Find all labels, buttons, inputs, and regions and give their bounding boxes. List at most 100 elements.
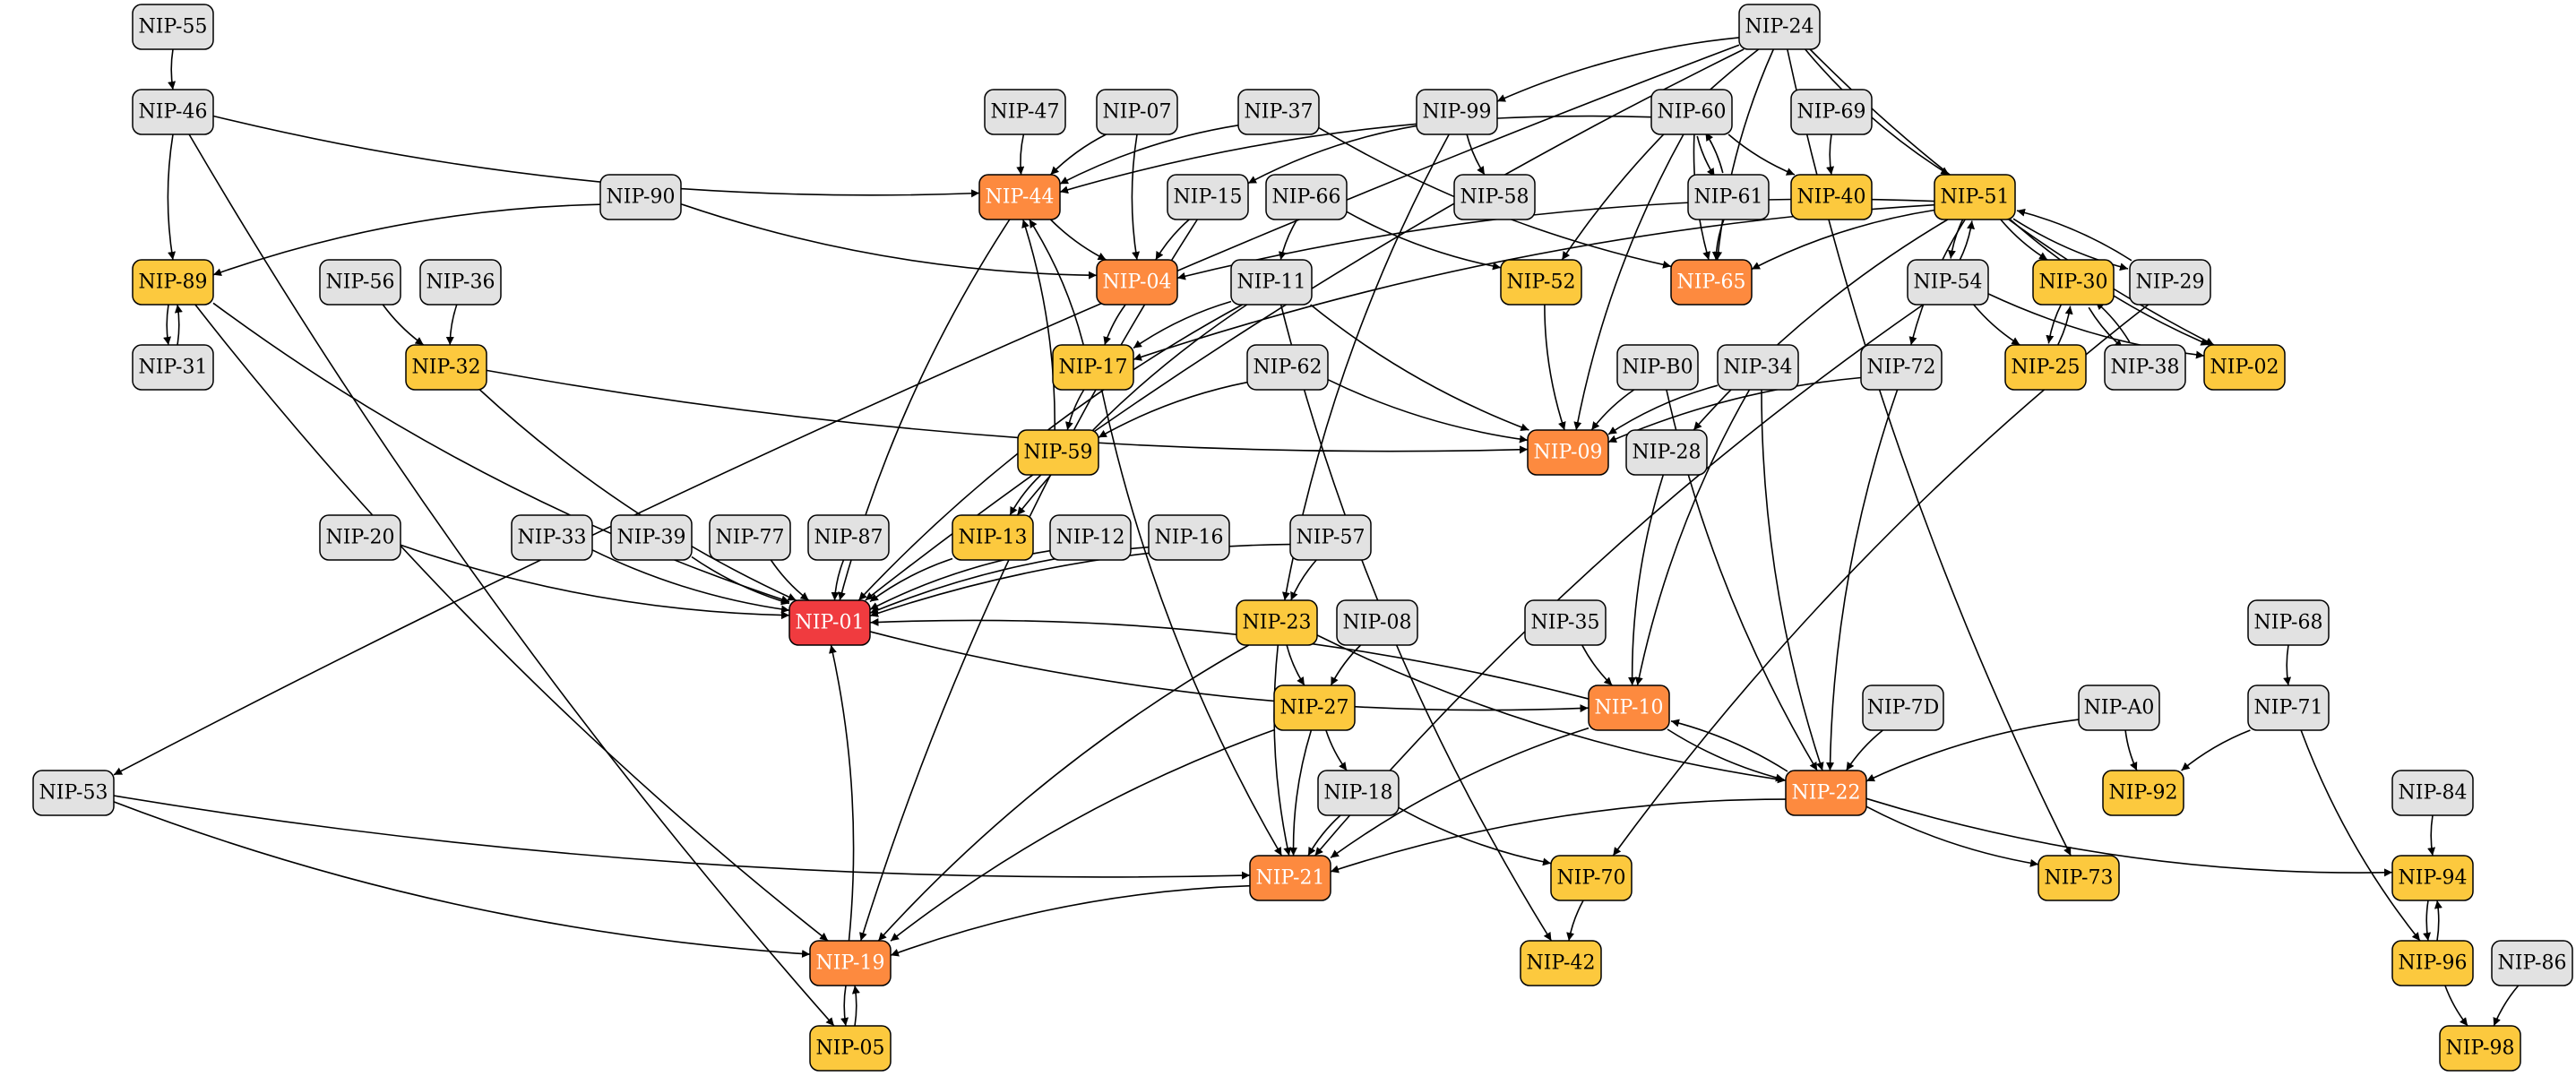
- node-nip-23[interactable]: NIP-23: [1236, 599, 1318, 646]
- node-box: [709, 514, 791, 561]
- node-nip-89[interactable]: NIP-89: [132, 259, 214, 306]
- node-nip-16[interactable]: NIP-16: [1148, 514, 1230, 561]
- node-nip-08[interactable]: NIP-08: [1336, 599, 1418, 646]
- node-nip-21[interactable]: NIP-21: [1249, 855, 1331, 901]
- node-nip-57[interactable]: NIP-57: [1289, 514, 1372, 561]
- node-nip-09[interactable]: NIP-09: [1527, 429, 1609, 476]
- node-label: NIP-47: [991, 101, 1060, 124]
- edge-nip-60-to-nip-44: [1059, 115, 1652, 194]
- node-nip-37[interactable]: NIP-37: [1237, 89, 1320, 135]
- node-label: NIP-22: [1792, 782, 1861, 805]
- node-box: [788, 599, 871, 646]
- edge-nip-22-to-nip-10: [1670, 719, 1788, 772]
- node-nip-13[interactable]: NIP-13: [952, 514, 1034, 561]
- node-box: [2391, 940, 2474, 986]
- node-nip-99[interactable]: NIP-99: [1416, 89, 1498, 135]
- node-box: [2391, 770, 2474, 816]
- node-nip-05[interactable]: NIP-05: [809, 1025, 892, 1072]
- node-nip-38[interactable]: NIP-38: [2104, 344, 2186, 391]
- node-nip-29[interactable]: NIP-29: [2129, 259, 2211, 306]
- node-nip-61[interactable]: NIP-61: [1687, 174, 1770, 220]
- node-nip-62[interactable]: NIP-62: [1246, 344, 1329, 391]
- node-nip-86[interactable]: NIP-86: [2491, 940, 2573, 986]
- node-nip-11[interactable]: NIP-11: [1230, 259, 1313, 306]
- edge-nip-54-to-nip-25: [1973, 304, 2020, 346]
- node-label: NIP-11: [1237, 271, 1306, 294]
- node-nip-36[interactable]: NIP-36: [419, 259, 502, 306]
- node-nip-47[interactable]: NIP-47: [984, 89, 1066, 135]
- node-nip-59[interactable]: NIP-59: [1017, 429, 1099, 476]
- node-nip-52[interactable]: NIP-52: [1500, 259, 1582, 306]
- node-nip-a0[interactable]: NIP-A0: [2078, 685, 2160, 731]
- node-nip-35[interactable]: NIP-35: [1524, 599, 1607, 646]
- node-nip-69[interactable]: NIP-69: [1790, 89, 1873, 135]
- node-nip-70[interactable]: NIP-70: [1550, 855, 1633, 901]
- node-nip-71[interactable]: NIP-71: [2247, 685, 2330, 731]
- node-nip-b0[interactable]: NIP-B0: [1616, 344, 1699, 391]
- node-nip-24[interactable]: NIP-24: [1738, 4, 1821, 50]
- node-nip-01[interactable]: NIP-01: [788, 599, 871, 646]
- node-nip-55[interactable]: NIP-55: [132, 4, 214, 50]
- node-nip-53[interactable]: NIP-53: [32, 770, 115, 816]
- node-nip-39[interactable]: NIP-39: [610, 514, 693, 561]
- edge-nip-24-to-nip-52: [1561, 48, 1760, 261]
- node-nip-98[interactable]: NIP-98: [2439, 1025, 2521, 1072]
- node-nip-15[interactable]: NIP-15: [1167, 174, 1249, 220]
- node-nip-04[interactable]: NIP-04: [1096, 259, 1178, 306]
- node-nip-10[interactable]: NIP-10: [1588, 685, 1670, 731]
- edge-nip-32-to-nip-01: [478, 389, 797, 601]
- node-label: NIP-27: [1280, 697, 1349, 719]
- edge-nip-68-to-nip-71: [2283, 644, 2292, 686]
- node-nip-30[interactable]: NIP-30: [2032, 259, 2115, 306]
- node-nip-40[interactable]: NIP-40: [1790, 174, 1873, 220]
- node-nip-60[interactable]: NIP-60: [1650, 89, 1733, 135]
- node-nip-22[interactable]: NIP-22: [1785, 770, 1867, 816]
- node-nip-77[interactable]: NIP-77: [709, 514, 791, 561]
- node-nip-87[interactable]: NIP-87: [807, 514, 890, 561]
- node-nip-56[interactable]: NIP-56: [319, 259, 401, 306]
- node-nip-12[interactable]: NIP-12: [1049, 514, 1132, 561]
- node-box: [1650, 89, 1733, 135]
- node-label: NIP-77: [716, 527, 785, 549]
- node-nip-72[interactable]: NIP-72: [1860, 344, 1943, 391]
- node-label: NIP-73: [2045, 867, 2114, 890]
- node-nip-02[interactable]: NIP-02: [2203, 344, 2286, 391]
- edge-nip-27-to-nip-21: [1288, 729, 1313, 857]
- edge-nip-52-to-nip-09: [1544, 304, 1566, 431]
- node-nip-54[interactable]: NIP-54: [1907, 259, 1989, 306]
- node-nip-94[interactable]: NIP-94: [2391, 855, 2474, 901]
- edge-nip-99-to-nip-58: [1466, 133, 1486, 176]
- node-nip-20[interactable]: NIP-20: [319, 514, 401, 561]
- node-nip-90[interactable]: NIP-90: [599, 174, 682, 220]
- node-nip-58[interactable]: NIP-58: [1453, 174, 1536, 220]
- node-nip-28[interactable]: NIP-28: [1625, 429, 1708, 476]
- node-nip-42[interactable]: NIP-42: [1520, 940, 1602, 986]
- node-nip-84[interactable]: NIP-84: [2391, 770, 2474, 816]
- node-nip-31[interactable]: NIP-31: [132, 344, 214, 391]
- node-nip-7d[interactable]: NIP-7D: [1862, 685, 1944, 731]
- node-nip-51[interactable]: NIP-51: [1934, 174, 2016, 220]
- node-nip-92[interactable]: NIP-92: [2102, 770, 2184, 816]
- node-nip-07[interactable]: NIP-07: [1096, 89, 1178, 135]
- node-nip-32[interactable]: NIP-32: [405, 344, 487, 391]
- node-nip-25[interactable]: NIP-25: [2004, 344, 2087, 391]
- node-nip-73[interactable]: NIP-73: [2038, 855, 2120, 901]
- node-box: [2439, 1025, 2521, 1072]
- edge-nip-24-to-nip-73: [1787, 48, 2072, 857]
- node-label: NIP-70: [1557, 867, 1626, 890]
- node-nip-96[interactable]: NIP-96: [2391, 940, 2474, 986]
- node-label: NIP-37: [1245, 101, 1314, 124]
- node-nip-18[interactable]: NIP-18: [1317, 770, 1400, 816]
- node-nip-68[interactable]: NIP-68: [2247, 599, 2330, 646]
- node-label: NIP-19: [816, 952, 885, 975]
- node-nip-19[interactable]: NIP-19: [809, 940, 892, 986]
- node-nip-44[interactable]: NIP-44: [978, 174, 1061, 220]
- node-nip-27[interactable]: NIP-27: [1273, 685, 1356, 731]
- node-nip-46[interactable]: NIP-46: [132, 89, 214, 135]
- node-nip-66[interactable]: NIP-66: [1265, 174, 1348, 220]
- node-nip-34[interactable]: NIP-34: [1717, 344, 1799, 391]
- node-nip-33[interactable]: NIP-33: [511, 514, 593, 561]
- node-label: NIP-15: [1174, 186, 1243, 209]
- node-nip-17[interactable]: NIP-17: [1052, 344, 1134, 391]
- node-nip-65[interactable]: NIP-65: [1670, 259, 1753, 306]
